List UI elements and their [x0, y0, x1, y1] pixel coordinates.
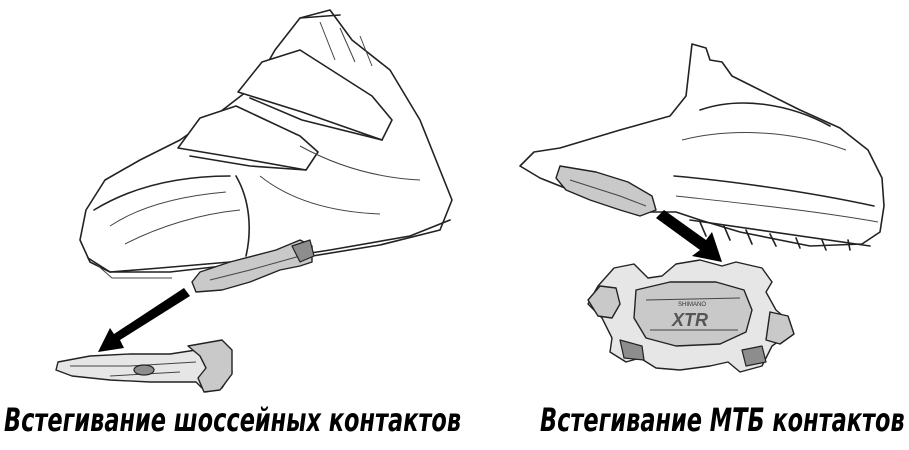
arrow-down-left-icon	[98, 288, 190, 352]
road-cleat-mounted	[191, 239, 315, 293]
road-cleat-panel: Встегивание шоссейных контактов	[4, 9, 462, 439]
road-cleat	[55, 339, 233, 393]
pedal-jaw-left	[587, 285, 621, 319]
road-cleat-caption: Встегивание шоссейных контактов	[4, 401, 462, 439]
spd-pedal	[587, 259, 795, 373]
lower-strap	[177, 105, 319, 171]
mtb-shoe	[519, 43, 885, 251]
pedal-jaw-right	[765, 311, 795, 345]
road-shoe	[79, 9, 453, 279]
pedal-brand-label: SHIMANO	[678, 302, 706, 308]
arrow-down-right-icon	[656, 210, 722, 262]
mtb-cleat-caption: Встегивание МТБ контактов	[540, 401, 905, 439]
upper-strap	[237, 49, 393, 141]
road-shoe-illustration	[55, 9, 453, 393]
mtb-shoe-illustration: SHIMANO XTR	[519, 43, 885, 373]
pedal-model-label: XTR	[671, 310, 708, 330]
mtb-cleat-panel: SHIMANO XTR Встегивание МТБ контактов	[470, 0, 909, 450]
cleat-bolt-hole	[133, 364, 155, 376]
mtb-cleat-mounted	[555, 165, 657, 217]
